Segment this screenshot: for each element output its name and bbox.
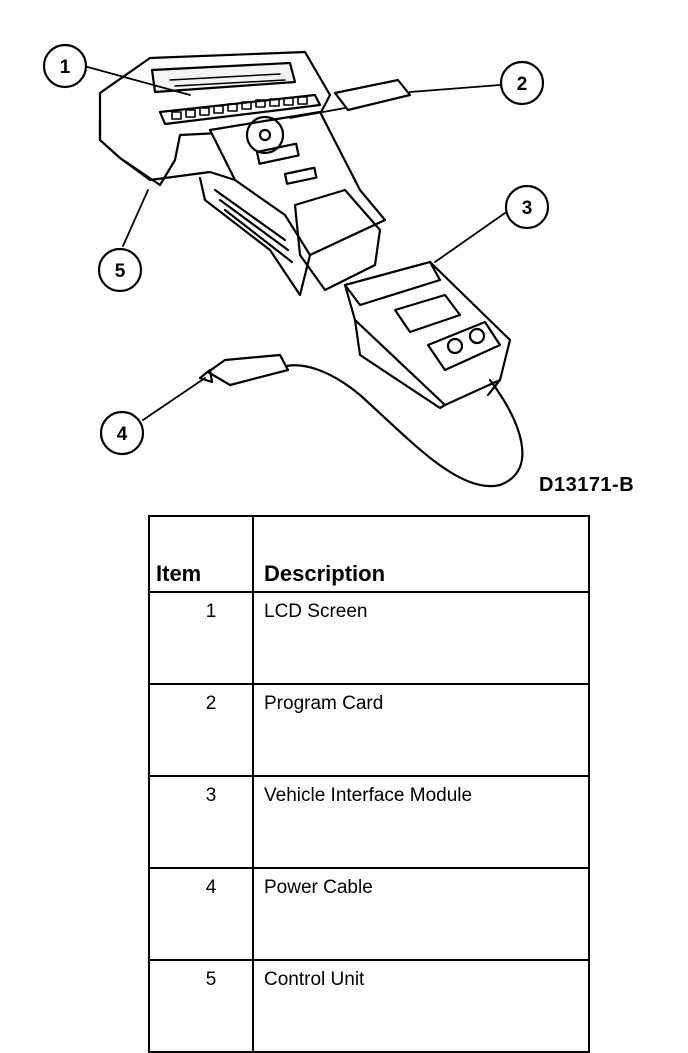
leader-line-5	[122, 189, 149, 247]
table-row: 1 LCD Screen	[148, 591, 590, 685]
keypad-buttons	[171, 96, 308, 120]
item-number: 1	[148, 591, 254, 685]
item-description: LCD Screen	[252, 591, 590, 685]
description-column-header: Description	[252, 515, 590, 593]
legend-table: Item Description 1 LCD Screen 2 Program …	[148, 515, 590, 1053]
callout-3: 3	[504, 184, 550, 230]
vim-display	[393, 293, 462, 334]
handle-side-grip	[198, 176, 312, 297]
control-knob-center	[258, 128, 272, 142]
item-number: 2	[148, 683, 254, 777]
item-column-header: Item	[148, 515, 254, 593]
cable-plug	[206, 353, 290, 387]
callout-2-label: 2	[517, 74, 528, 95]
item-number: 3	[148, 775, 254, 869]
item-number: 5	[148, 959, 254, 1053]
vim-jack-1	[446, 337, 464, 355]
item-number: 4	[148, 867, 254, 961]
vim-cradle	[293, 188, 382, 292]
leader-line-3	[434, 212, 506, 263]
control-knob	[245, 115, 285, 155]
callout-2: 2	[499, 60, 545, 106]
table-row: 4 Power Cable	[148, 867, 590, 961]
legend-header-row: Item Description	[148, 515, 590, 593]
vim-jack-2	[468, 327, 486, 345]
callout-1: 1	[42, 43, 88, 89]
control-switch	[255, 142, 300, 165]
program-card	[333, 78, 412, 112]
callout-5-label: 5	[115, 261, 126, 282]
callout-5: 5	[97, 247, 143, 293]
leader-line-1	[83, 65, 191, 96]
leader-line-4	[142, 377, 206, 421]
table-row: 5 Control Unit	[148, 959, 590, 1053]
leader-line-2b	[289, 107, 346, 119]
callout-1-label: 1	[60, 57, 71, 78]
item-description: Power Cable	[252, 867, 590, 961]
vim-connector-panel	[426, 320, 502, 372]
control-unit-head-side	[98, 118, 237, 182]
callout-4-label: 4	[117, 424, 128, 445]
plug-tip	[198, 368, 214, 384]
tester-illustration: 1 2 3 4 5	[42, 43, 550, 488]
lcd-hatch	[169, 73, 286, 87]
leader-line-2	[409, 84, 501, 93]
figure-id: D13171-B	[539, 474, 635, 496]
control-switch-2	[283, 166, 318, 185]
callout-4: 4	[99, 410, 145, 456]
vim-side	[353, 318, 502, 410]
table-row: 2 Program Card	[148, 683, 590, 777]
vim-top-face	[343, 260, 442, 307]
callout-3-label: 3	[522, 198, 533, 219]
power-cable	[278, 364, 524, 488]
table-row: 3 Vehicle Interface Module	[148, 775, 590, 869]
item-description: Vehicle Interface Module	[252, 775, 590, 869]
item-description: Program Card	[252, 683, 590, 777]
item-description: Control Unit	[252, 959, 590, 1053]
